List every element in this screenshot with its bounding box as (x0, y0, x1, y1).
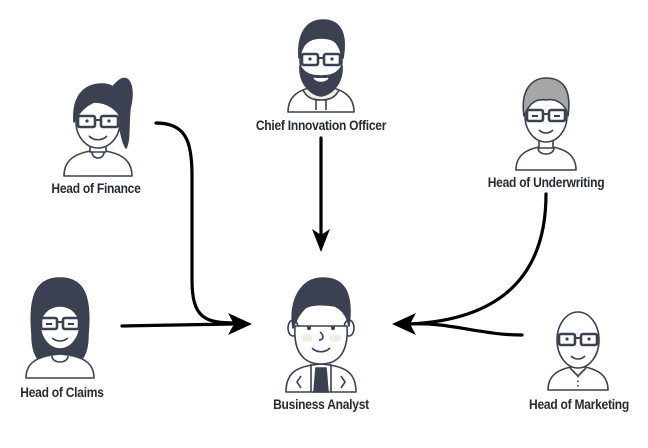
node-label: Head of Underwriting (487, 174, 605, 190)
arrowhead-right-in (392, 313, 416, 335)
node-label: Head of Marketing (529, 396, 629, 412)
node-label: Business Analyst (273, 396, 369, 412)
arrowhead-left-in (228, 313, 252, 335)
node-label: Head of Finance (51, 180, 141, 196)
label-chief-innovation-officer: Chief Innovation Officer (245, 117, 396, 133)
avatar-head-of-claims (25, 277, 95, 379)
node-label: Chief Innovation Officer (255, 117, 387, 133)
label-head-of-marketing: Head of Marketing (521, 396, 637, 412)
avatar-business-analyst (285, 277, 357, 393)
edge-finance-to-analyst (154, 121, 237, 325)
label-head-of-finance: Head of Finance (44, 180, 148, 196)
edge-underwriting-to-analyst (408, 192, 548, 326)
arrowheads (228, 229, 416, 335)
avatar-head-of-finance (63, 77, 133, 177)
label-head-of-claims: Head of Claims (14, 384, 111, 400)
avatar-chief-innovation-officer (287, 19, 355, 113)
avatar-head-of-underwriting (515, 77, 577, 171)
label-head-of-underwriting: Head of Underwriting (478, 174, 614, 190)
arrowhead-top-in (312, 229, 330, 252)
edges (120, 121, 548, 337)
edge-claims-to-analyst (120, 322, 234, 328)
node-label: Head of Claims (20, 384, 104, 400)
avatar-head-of-marketing (547, 311, 609, 391)
edge-marketing-to-analyst (408, 322, 524, 337)
label-business-analyst: Business Analyst (265, 396, 376, 412)
